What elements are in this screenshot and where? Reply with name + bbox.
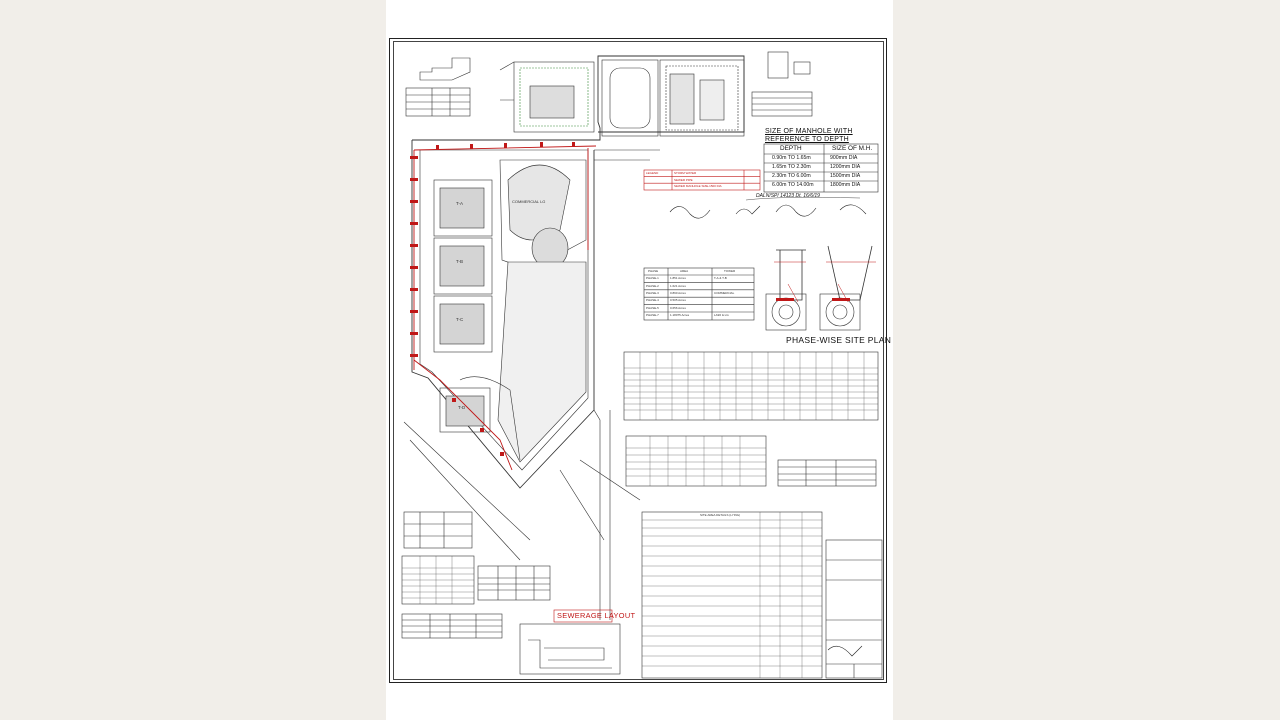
plan-label-tower-b: T-B — [456, 259, 464, 264]
phase-row: PHASE-4 — [646, 298, 659, 303]
phase-row: PHASE-1 — [646, 276, 659, 280]
legend-title: LEGEND — [646, 171, 659, 175]
manhole-table-title-line2: REFERENCE TO DEPTH — [765, 136, 849, 143]
manhole-header-depth: DEPTH — [780, 145, 802, 152]
phase-row-tower: COMMERCIAL — [714, 290, 735, 295]
legend-row: SEWER MANHOLE SIZE-1500 DIA — [674, 184, 722, 188]
phase-row-area: 0.505 Acres — [670, 298, 686, 303]
drawing-sheet-paper — [386, 0, 893, 720]
phase-row-area: 0.656 Acres — [670, 305, 686, 310]
manhole-row-size: 1500mm DIA — [830, 173, 861, 179]
manhole-table-title-line1: SIZE OF MANHOLE WITH — [765, 128, 853, 135]
site-area-heading: SITE AREA DETAILS (LYING) — [700, 513, 741, 517]
plan-label-tower-c: T-C — [456, 317, 464, 322]
phase-row: PHASE-7 — [646, 312, 659, 317]
legend-row: SEWER PIPE — [674, 177, 693, 182]
phase-header: AREA — [680, 269, 689, 273]
phase-header: PHASE — [648, 269, 659, 273]
plan-label-tower-d: T-D — [458, 405, 466, 410]
manhole-row-depth: 2.30m TO 6.00m — [772, 173, 811, 179]
manhole-row-size: 1200mm DIA — [830, 164, 861, 170]
sewerage-layout-label: SEWERAGE LAYOUT — [557, 611, 636, 620]
plan-label-commercial: COMMERCIAL LG — [512, 199, 546, 204]
manhole-row-size: 1800mm DIA — [830, 182, 861, 188]
phase-row-tower: LA96 & LG — [714, 312, 729, 317]
sheet-title: PHASE-WISE SITE PLAN — [786, 335, 892, 345]
manhole-row-depth: 1.65m TO 2.30m — [772, 164, 811, 170]
legend-row: STORM WATER — [674, 171, 697, 175]
phase-row: PHASE-5 — [646, 305, 659, 310]
handwritten-reference: DALN/SP/ 14123 Dt. 16/6/19 — [756, 193, 820, 199]
phase-row-area: 1.621 Acres — [670, 283, 686, 288]
manhole-header-size: SIZE OF M.H. — [832, 145, 873, 152]
manhole-row-size: 900mm DIA — [830, 155, 858, 161]
phase-row-tower: T-A & T-B — [714, 276, 727, 280]
phase-row-area: 0.890 Acres — [670, 290, 686, 295]
phase-row-area: 1.851 Acres — [670, 276, 686, 280]
drawing-inner-border — [393, 41, 884, 680]
phase-header: TOWER — [724, 269, 736, 273]
manhole-row-depth: 6.00m TO 14.00m — [772, 182, 814, 188]
phase-row: PHASE-3 — [646, 290, 659, 295]
manhole-row-depth: 0.90m TO 1.65m — [772, 155, 811, 161]
phase-row: PHASE-2 — [646, 283, 659, 288]
drawing-border — [389, 38, 887, 683]
plan-label-tower-a: T-A — [456, 201, 464, 206]
phase-row-area: 1.18075 Acres — [670, 312, 690, 317]
